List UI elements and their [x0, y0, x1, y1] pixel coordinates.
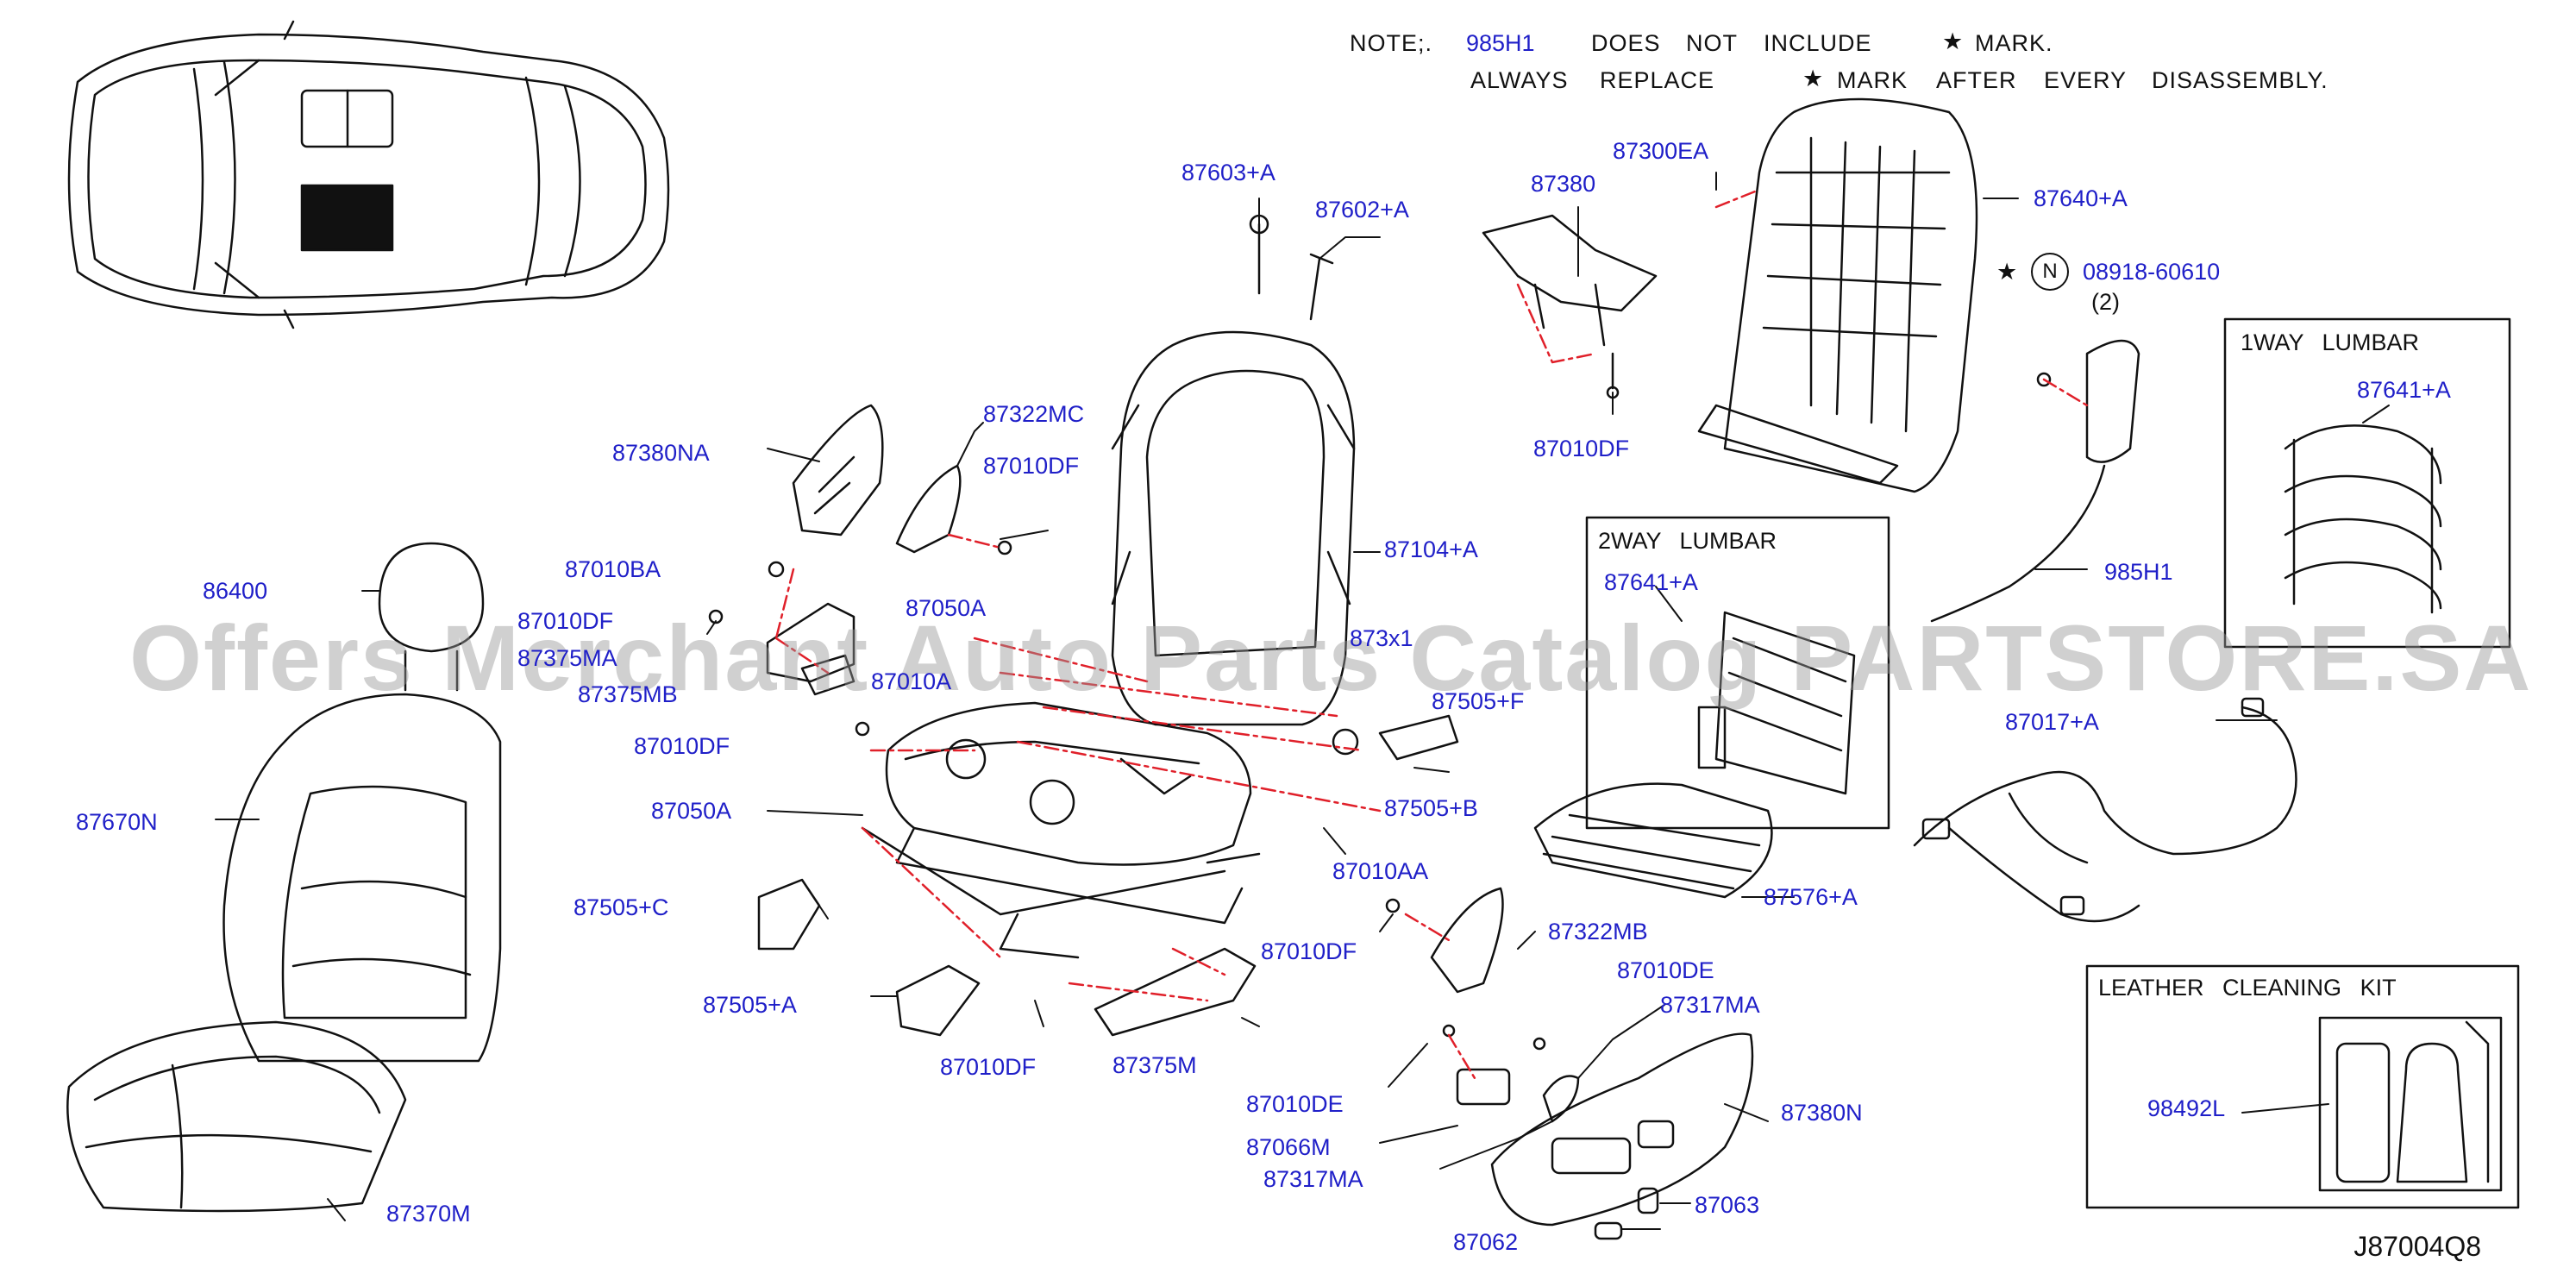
cover-87375M-icon	[1094, 947, 1257, 1037]
note-word: REPLACE	[1600, 67, 1715, 93]
car-top-view-icon	[67, 20, 670, 329]
box-title-cleaning-kit: LEATHER CLEANING KIT	[2098, 975, 2397, 1001]
label-87322MC[interactable]: 87322MC	[983, 401, 1085, 427]
label-87670N[interactable]: 87670N	[76, 809, 158, 835]
cover-87505C-icon	[757, 878, 821, 951]
note-word: DOES	[1591, 30, 1661, 56]
label-87380N[interactable]: 87380N	[1781, 1100, 1863, 1126]
label-87010A[interactable]: 87010A	[871, 668, 952, 694]
label-87505B[interactable]: 87505+B	[1384, 795, 1478, 821]
label-87104A[interactable]: 87104+A	[1384, 536, 1478, 562]
side-cover-87380NA-icon	[792, 404, 884, 536]
switch-87066M-icon	[1442, 1024, 1511, 1106]
seat-cushion-cover-icon	[66, 1020, 407, 1213]
label-87375MB[interactable]: 87375MB	[578, 681, 678, 707]
lumbar-1way-box	[2223, 317, 2511, 649]
switch-87317MA-icon	[1532, 1037, 1580, 1123]
label-87603A[interactable]: 87603+A	[1181, 160, 1275, 185]
note-word: EVERY	[2044, 67, 2128, 93]
seat-cushion-frame-icon	[861, 701, 1261, 959]
label-86400[interactable]: 86400	[203, 578, 268, 604]
note-word: NOTE;.	[1350, 30, 1433, 56]
box-title-1way-lumbar: 1WAY LUMBAR	[2241, 329, 2420, 355]
label-87375MA[interactable]: 87375MA	[517, 645, 617, 671]
note-word: INCLUDE	[1764, 30, 1872, 56]
label-87010DF[interactable]: 87010DF	[940, 1054, 1037, 1080]
note-part-985H1: 985H1	[1466, 30, 1535, 56]
circle-n-icon: N	[2031, 253, 2069, 291]
label-87641A[interactable]: 87641+A	[1604, 569, 1698, 595]
note-word: ALWAYS	[1470, 67, 1569, 93]
label-87576A[interactable]: 87576+A	[1764, 884, 1858, 910]
bracket-87380-icon	[1482, 214, 1658, 399]
label-qty: (2)	[2091, 289, 2120, 315]
cover-87505A-icon	[895, 964, 981, 1037]
note-word: AFTER	[1936, 67, 2017, 93]
note-word: MARK	[1837, 67, 1908, 93]
label-87317MA[interactable]: 87317MA	[1263, 1166, 1363, 1192]
label-87010AA[interactable]: 87010AA	[1332, 858, 1429, 884]
seat-springs-87576A-icon	[1533, 782, 1773, 899]
label-98492L[interactable]: 98492L	[2147, 1095, 2226, 1121]
label-87317MA[interactable]: 87317MA	[1660, 992, 1760, 1018]
label-87050A[interactable]: 87050A	[906, 595, 987, 621]
label-87010DF[interactable]: 87010DF	[634, 733, 730, 759]
label-87505A[interactable]: 87505+A	[703, 992, 797, 1018]
harness-clip-87322MB-icon	[1385, 887, 1504, 994]
label-87017A[interactable]: 87017+A	[2005, 709, 2099, 735]
label-87505F[interactable]: 87505+F	[1432, 688, 1525, 714]
seat-back-board-icon	[1697, 97, 1978, 493]
label-87050A[interactable]: 87050A	[651, 798, 732, 824]
note-word: NOT	[1686, 30, 1738, 56]
headrest-icon	[378, 542, 485, 692]
seat-back-frame-icon	[1111, 214, 1356, 726]
leader-lines	[215, 172, 2390, 1230]
label-87010DE[interactable]: 87010DE	[1617, 957, 1714, 983]
label-87010DF[interactable]: 87010DF	[1533, 436, 1630, 461]
knob-87062-icon	[1594, 1221, 1623, 1240]
cover-87505F-icon	[1332, 714, 1459, 761]
label-87370M[interactable]: 87370M	[386, 1201, 471, 1227]
label-87505C[interactable]: 87505+C	[573, 894, 669, 920]
label-08918-60610[interactable]: 08918-60610	[2083, 259, 2221, 285]
note-word: DISASSEMBLY.	[2152, 67, 2328, 93]
note-word: MARK.	[1975, 30, 2053, 56]
label-87010DF[interactable]: 87010DF	[1261, 938, 1357, 964]
label-87380[interactable]: 87380	[1531, 171, 1596, 197]
label-87300EA[interactable]: 87300EA	[1613, 138, 1709, 164]
label-87380NA[interactable]: 87380NA	[612, 440, 710, 466]
wire-harness-87017A-icon	[1913, 697, 2297, 923]
cleaning-kit-box	[2085, 964, 2520, 1209]
label-87641A[interactable]: 87641+A	[2357, 377, 2451, 403]
label-985H1[interactable]: 985H1	[2104, 559, 2173, 585]
seat-back-cover-icon	[223, 693, 502, 1063]
label-87602A[interactable]: 87602+A	[1315, 197, 1409, 223]
label-87066M[interactable]: 87066M	[1246, 1134, 1331, 1160]
label-873x1[interactable]: 873x1	[1350, 625, 1413, 651]
label-87375M[interactable]: 87375M	[1113, 1052, 1197, 1078]
label-87010DF[interactable]: 87010DF	[983, 453, 1080, 479]
label-87010BA[interactable]: 87010BA	[565, 556, 661, 582]
knob-87063-icon	[1637, 1187, 1659, 1214]
watermark: Offers Merchant Auto Parts Catalog PARTS…	[129, 605, 2533, 710]
star-icon: ★	[1942, 28, 1965, 54]
star-icon: ★	[1802, 66, 1825, 91]
diagram-id: J87004Q8	[2353, 1231, 2481, 1262]
label-87010DF[interactable]: 87010DF	[517, 608, 614, 634]
label-87063[interactable]: 87063	[1695, 1192, 1760, 1218]
label-87010DE[interactable]: 87010DE	[1246, 1091, 1344, 1117]
box-title-2way-lumbar: 2WAY LUMBAR	[1598, 528, 1777, 554]
label-87322MB[interactable]: 87322MB	[1548, 919, 1648, 944]
bracket-87375-icon	[708, 561, 870, 737]
label-87640A[interactable]: 87640+A	[2034, 185, 2128, 211]
lumbar-2way-box	[1585, 516, 1890, 830]
lumbar-switch-985H1-icon	[1930, 339, 2140, 623]
label-87062[interactable]: 87062	[1453, 1229, 1519, 1255]
guide-lines	[774, 188, 2089, 1080]
side-trim-87380N-icon	[1490, 1032, 1754, 1227]
star-icon: ★	[1996, 259, 2019, 285]
